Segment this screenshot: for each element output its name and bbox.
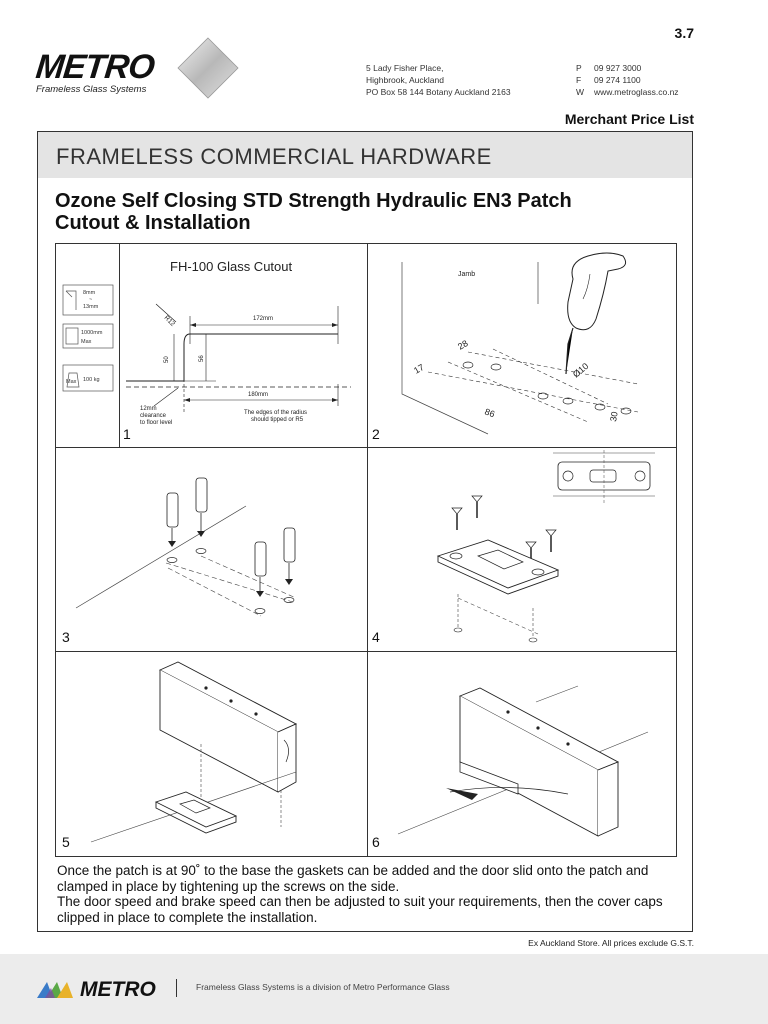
- clearance-note: to floor level: [140, 420, 172, 426]
- dim-17: 17: [412, 362, 426, 376]
- step-number: 3: [62, 629, 70, 645]
- rotation-arrow-icon: [446, 788, 478, 800]
- grid-divider: [56, 447, 676, 448]
- dim-10: Ø10: [571, 361, 590, 380]
- step-number: 4: [372, 629, 380, 645]
- step-4-base-plate-diagram: [436, 450, 655, 643]
- clearance-note: clearance: [140, 413, 167, 419]
- step-number: 1: [123, 426, 131, 442]
- width-spec: 1000mm: [81, 330, 103, 336]
- step-6-door-rotation-diagram: [397, 685, 649, 837]
- fax-key: F: [576, 75, 582, 85]
- phone-number: 09 927 3000: [594, 63, 642, 73]
- radius-note: should tipped or R5: [251, 417, 304, 423]
- phone-key: P: [576, 63, 582, 73]
- dim-86: 86: [483, 406, 496, 419]
- footer-divider: [176, 979, 177, 997]
- installation-instructions: Once the patch is at 90˚ to the base the…: [57, 863, 687, 925]
- address-line: 5 Lady Fisher Place,: [366, 63, 444, 73]
- grid-divider: [367, 244, 368, 856]
- base-plate-top-view-icon: [553, 450, 655, 504]
- footer-text: Frameless Glass Systems is a division of…: [196, 982, 450, 992]
- screw-icon: [545, 529, 557, 552]
- address-line: PO Box 58 144 Botany Auckland 2163: [366, 87, 511, 97]
- jamb-label: Jamb: [458, 271, 475, 278]
- instruction-paragraph: Once the patch is at 90˚ to the base the…: [57, 863, 649, 894]
- thickness-bottom: 13mm: [83, 304, 99, 310]
- logo-tagline: Frameless Glass Systems: [36, 84, 147, 95]
- website-link[interactable]: www.metroglass.co.nz: [594, 87, 679, 97]
- page-footer: [0, 954, 768, 1024]
- drill-icon: [565, 252, 627, 375]
- metro-logo: METRO: [34, 48, 156, 86]
- base-plate-icon: [154, 791, 238, 834]
- radius-note: The edges of the radius: [244, 410, 307, 416]
- dim-172: 172mm: [253, 316, 273, 322]
- page-number: 3.7: [674, 25, 694, 41]
- width-spec-sub: Max: [81, 339, 92, 345]
- step-number: 6: [372, 834, 380, 850]
- section-band: [38, 132, 692, 178]
- product-title-line: Cutout & Installation: [55, 212, 251, 234]
- cutout-title: FH-100 Glass Cutout: [170, 259, 292, 274]
- dim-50: 50: [164, 356, 170, 363]
- dim-30: 30: [608, 411, 620, 423]
- step-5-door-patch-diagram: [90, 661, 298, 843]
- thickness-top: 8mm: [83, 290, 96, 296]
- dim-180: 180mm: [248, 392, 268, 398]
- company-address: 5 Lady Fisher Place, Highbrook, Auckland…: [366, 62, 511, 98]
- spec-column-divider: [119, 244, 120, 447]
- step-number: 2: [372, 426, 380, 442]
- price-list-label: Merchant Price List: [564, 111, 694, 127]
- diamond-logo-icon: [177, 37, 239, 99]
- section-title: FRAMELESS COMMERCIAL HARDWARE: [56, 144, 492, 169]
- product-title-line: Ozone Self Closing STD Strength Hydrauli…: [55, 190, 572, 212]
- weight-spec-sub: Max: [66, 379, 77, 385]
- dim-28: 28: [456, 338, 470, 352]
- base-plate-icon: [436, 539, 560, 595]
- weight-spec-icon: Max 100 kg: [62, 364, 114, 392]
- weight-spec: 100 kg: [83, 377, 100, 383]
- step-number: 5: [62, 834, 70, 850]
- web-key: W: [576, 87, 585, 97]
- installation-steps-grid: 8mm ~ 13mm 1000mm Max Max 100 kg FH-100 …: [55, 243, 677, 857]
- width-spec-icon: 1000mm Max: [62, 323, 114, 349]
- instruction-paragraph: The door speed and brake speed can then …: [57, 894, 663, 925]
- step-1-cutout-diagram: 8mm ~ 13mm 1000mm Max Max 100 kg FH-100 …: [62, 259, 351, 426]
- thickness-mid: ~: [89, 297, 92, 303]
- screw-icon: [451, 507, 463, 530]
- footer-logo: METRO: [80, 978, 156, 1001]
- grid-divider: [56, 651, 676, 652]
- anchor-icon: [195, 477, 208, 537]
- fax-number: 09 274 1100: [594, 75, 641, 85]
- content-frame: [37, 131, 693, 932]
- anchor-icon: [283, 527, 296, 585]
- thickness-spec-icon: 8mm ~ 13mm: [62, 284, 114, 316]
- clearance-note: 12mm: [140, 406, 157, 412]
- anchor-icon: [254, 541, 267, 597]
- base-plate-icon: [459, 761, 519, 795]
- screw-icon: [471, 495, 483, 518]
- step-2-drill-diagram: Jamb 28 17 86 Ø10 30: [401, 252, 639, 435]
- dim-56: 56: [199, 355, 205, 362]
- door-icon: [458, 687, 620, 837]
- metro-mark-icon: [37, 982, 73, 998]
- price-footnote: Ex Auckland Store. All prices exclude G.…: [528, 938, 694, 948]
- product-title: Ozone Self Closing STD Strength Hydrauli…: [55, 190, 675, 234]
- anchor-icon: [166, 492, 179, 547]
- door-patch-icon: [158, 661, 298, 793]
- address-line: Highbrook, Auckland: [366, 75, 444, 85]
- step-3-anchor-diagram: [75, 477, 297, 617]
